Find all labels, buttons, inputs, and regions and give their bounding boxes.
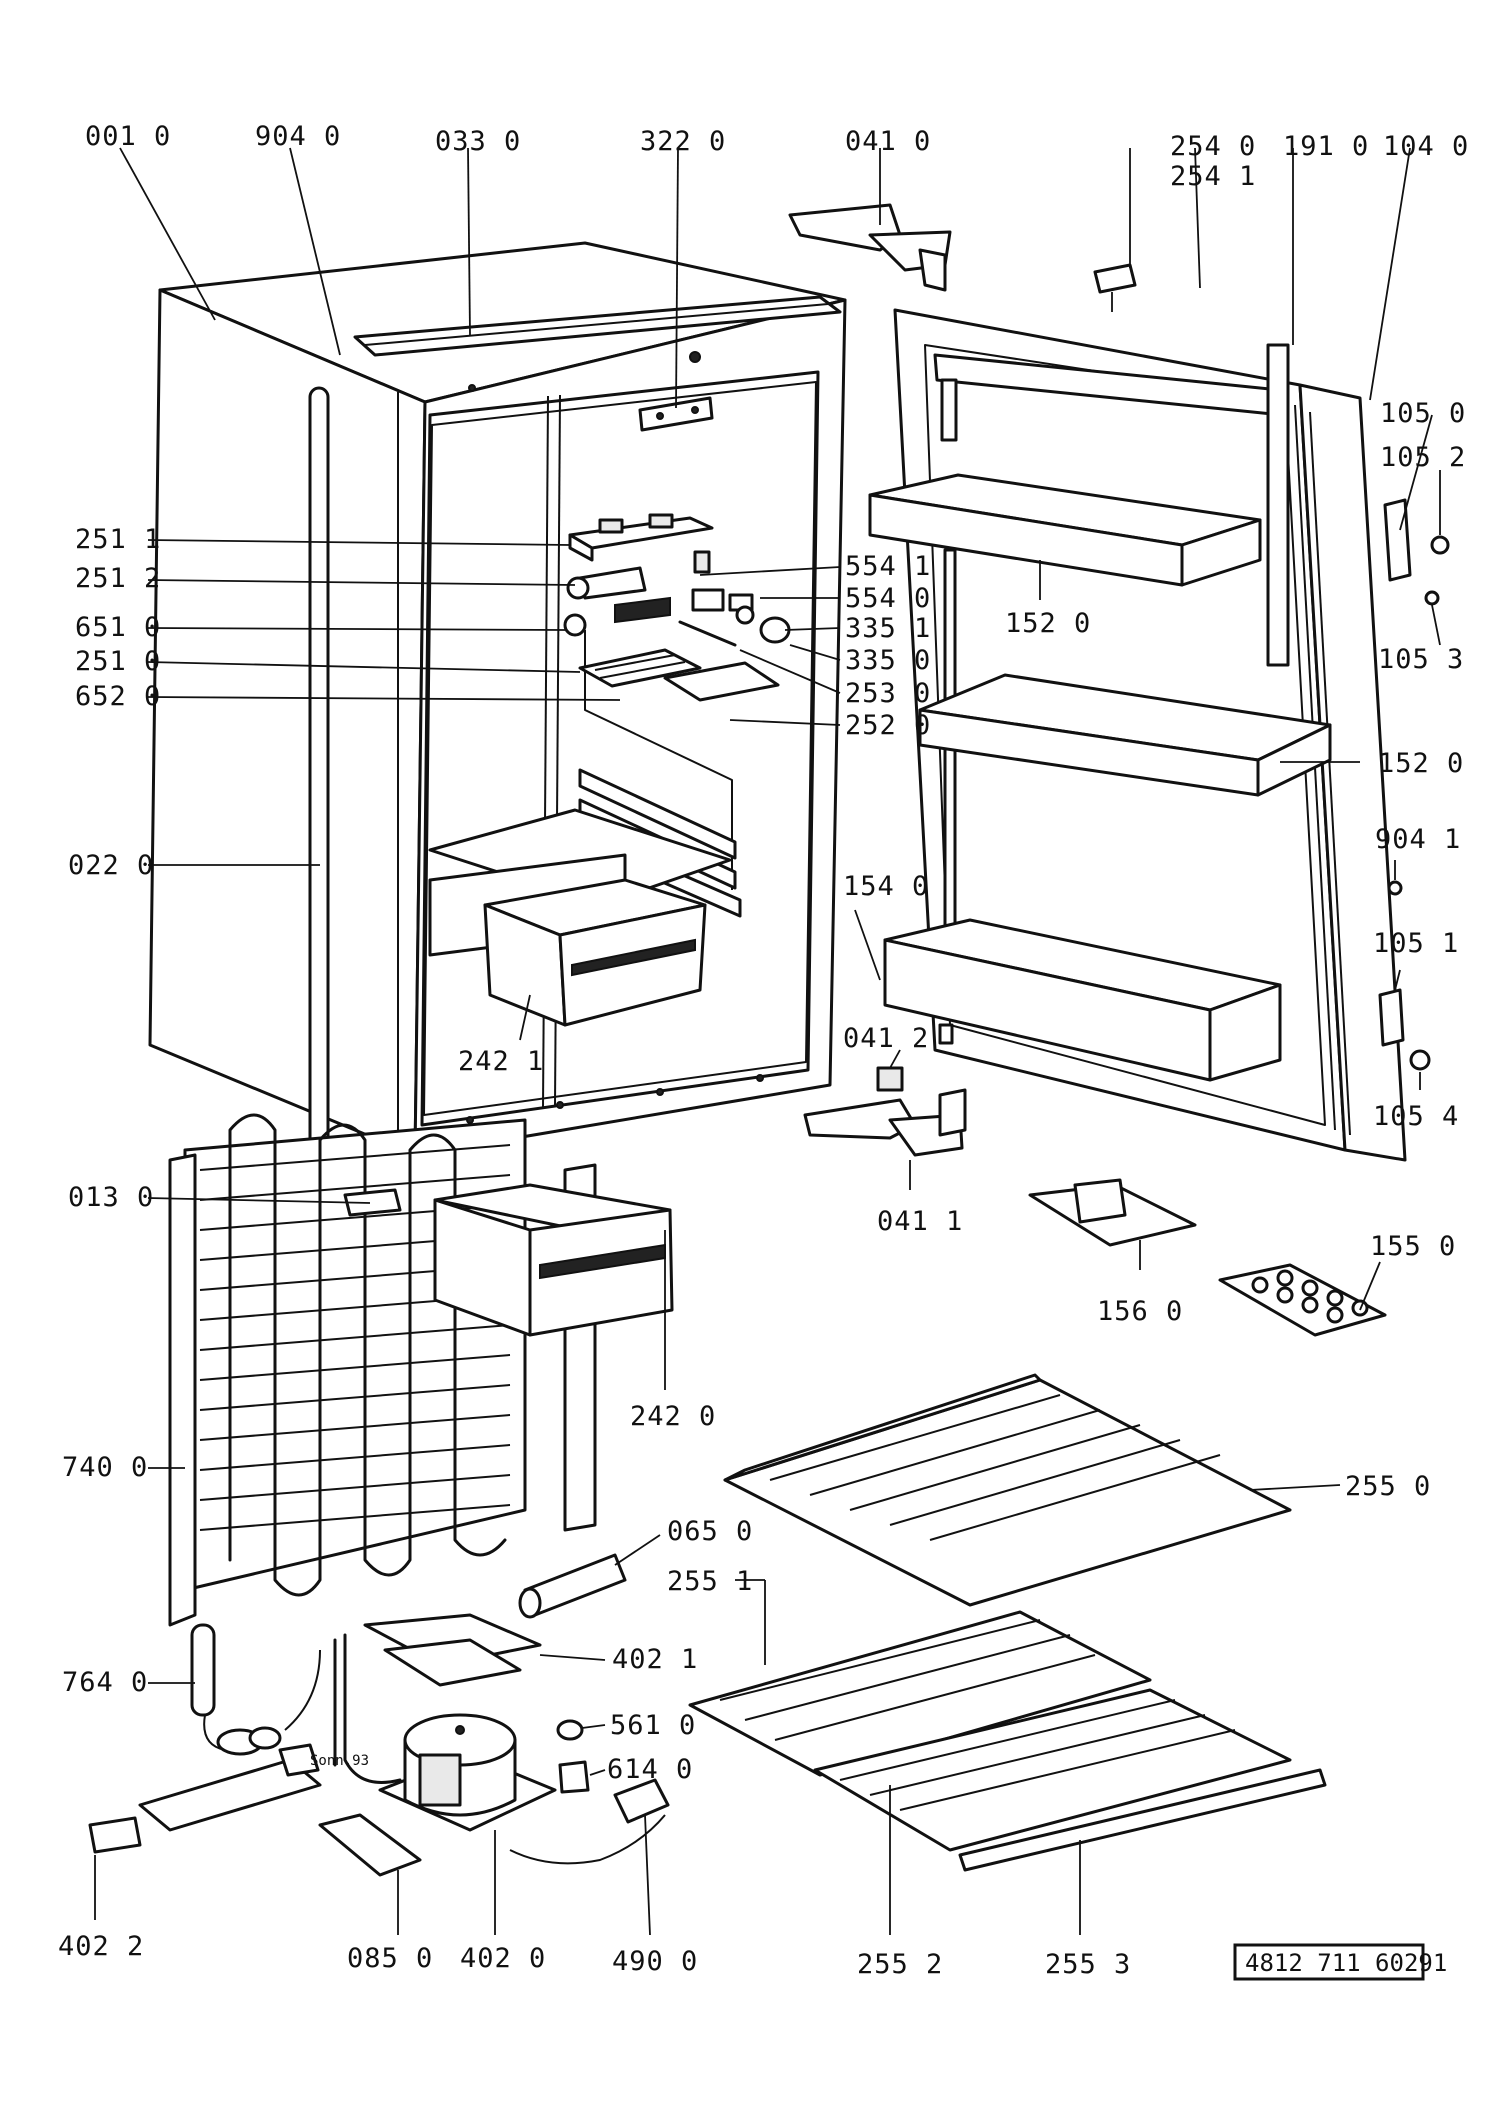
label-105-4: 105 4 — [1373, 1101, 1459, 1132]
document-id: 4812 711 60291 — [1245, 1949, 1447, 1977]
clip-part — [343, 1188, 402, 1217]
label-764-0: 764 0 — [62, 1667, 148, 1698]
glass-shelf-top — [723, 1373, 1292, 1607]
glass-shelf-bottom — [813, 1688, 1292, 1852]
label-402-2: 402 2 — [58, 1931, 144, 1962]
label-152-0-middle: 152 0 — [1378, 748, 1464, 779]
compressor-mount — [363, 1613, 542, 1687]
door — [868, 308, 1407, 1162]
label-255-0: 255 0 — [1345, 1471, 1431, 1502]
label-152-0-top: 152 0 — [1005, 608, 1091, 639]
label-013-0: 013 0 — [68, 1182, 154, 1213]
label-191-0: 191 0 — [1283, 131, 1369, 162]
label-335-1: 335 1 — [845, 613, 931, 644]
label-033-0: 033 0 — [435, 126, 521, 157]
handwritten-annotation: Sonn.93 — [310, 1753, 369, 1769]
cabinet-body — [148, 241, 847, 1157]
base-bracket — [88, 1743, 322, 1854]
hinge-top — [788, 203, 952, 292]
label-322-0: 322 0 — [640, 126, 726, 157]
compressor — [333, 1633, 666, 1865]
label-105-2: 105 2 — [1380, 442, 1466, 473]
label-614-0: 614 0 — [607, 1754, 693, 1785]
label-022-0: 022 0 — [68, 850, 154, 881]
power-plug — [613, 1778, 670, 1824]
label-554-0: 554 0 — [845, 583, 931, 614]
label-255-1: 255 1 — [667, 1566, 753, 1597]
label-254-1: 254 1 — [1170, 161, 1256, 192]
foot-part — [318, 1813, 422, 1877]
label-402-1: 402 1 — [612, 1644, 698, 1675]
label-041-2: 041 2 — [843, 1023, 929, 1054]
label-253-0: 253 0 — [845, 678, 931, 709]
label-041-0: 041 0 — [845, 126, 931, 157]
label-251-0: 251 0 — [75, 646, 161, 677]
glass-shelf-middle — [688, 1610, 1152, 1777]
label-402-0: 402 0 — [460, 1943, 546, 1974]
label-904-0: 904 0 — [255, 121, 341, 152]
grommet-part — [556, 1719, 584, 1741]
label-065-0: 065 0 — [667, 1516, 753, 1547]
label-242-1: 242 1 — [458, 1046, 544, 1077]
label-554-1: 554 1 — [845, 551, 931, 582]
label-740-0: 740 0 — [62, 1452, 148, 1483]
document-reference-box: 4812 711 60291 — [1233, 1943, 1447, 1981]
label-041-1: 041 1 — [877, 1206, 963, 1237]
hinge-bottom — [803, 1066, 967, 1157]
label-105-3: 105 3 — [1378, 644, 1464, 675]
control-unit — [563, 513, 791, 702]
filter-drier — [190, 1623, 321, 1756]
label-155-0: 155 0 — [1370, 1231, 1456, 1262]
label-254-0: 254 0 — [1170, 131, 1256, 162]
handle-part — [1093, 263, 1137, 312]
label-651-0: 651 0 — [75, 612, 161, 643]
part-labels: 001 0 904 0 033 0 322 0 041 0 254 0 254 … — [58, 121, 1469, 1980]
label-156-0: 156 0 — [1097, 1296, 1183, 1327]
label-490-0: 490 0 — [612, 1946, 698, 1977]
label-255-3: 255 3 — [1045, 1949, 1131, 1980]
label-242-0: 242 0 — [630, 1401, 716, 1432]
butter-dish — [1028, 1178, 1197, 1247]
label-652-0: 652 0 — [75, 681, 161, 712]
bracket-part — [638, 396, 714, 432]
shelf-trim-strip — [958, 1768, 1327, 1872]
label-252-0: 252 0 — [845, 710, 931, 741]
label-251-2: 251 2 — [75, 563, 161, 594]
label-335-0: 335 0 — [845, 645, 931, 676]
label-255-2: 255 2 — [857, 1949, 943, 1980]
label-085-0: 085 0 — [347, 1943, 433, 1974]
label-561-0: 561 0 — [610, 1710, 696, 1741]
sleeve-tube — [518, 1553, 627, 1619]
label-001-0: 001 0 — [85, 121, 171, 152]
egg-tray — [1218, 1263, 1387, 1337]
label-904-1: 904 1 — [1375, 824, 1461, 855]
relay-part — [558, 1760, 590, 1794]
label-251-1: 251 1 — [75, 524, 161, 555]
leader-lines — [94, 147, 1441, 1936]
label-105-1: 105 1 — [1373, 928, 1459, 959]
label-104-0: 104 0 — [1383, 131, 1469, 162]
door-small-parts — [1378, 498, 1450, 1071]
crisper-drawer — [433, 1183, 674, 1337]
drain-tube — [308, 386, 330, 1170]
label-105-0: 105 0 — [1380, 398, 1466, 429]
label-154-0: 154 0 — [843, 871, 929, 902]
